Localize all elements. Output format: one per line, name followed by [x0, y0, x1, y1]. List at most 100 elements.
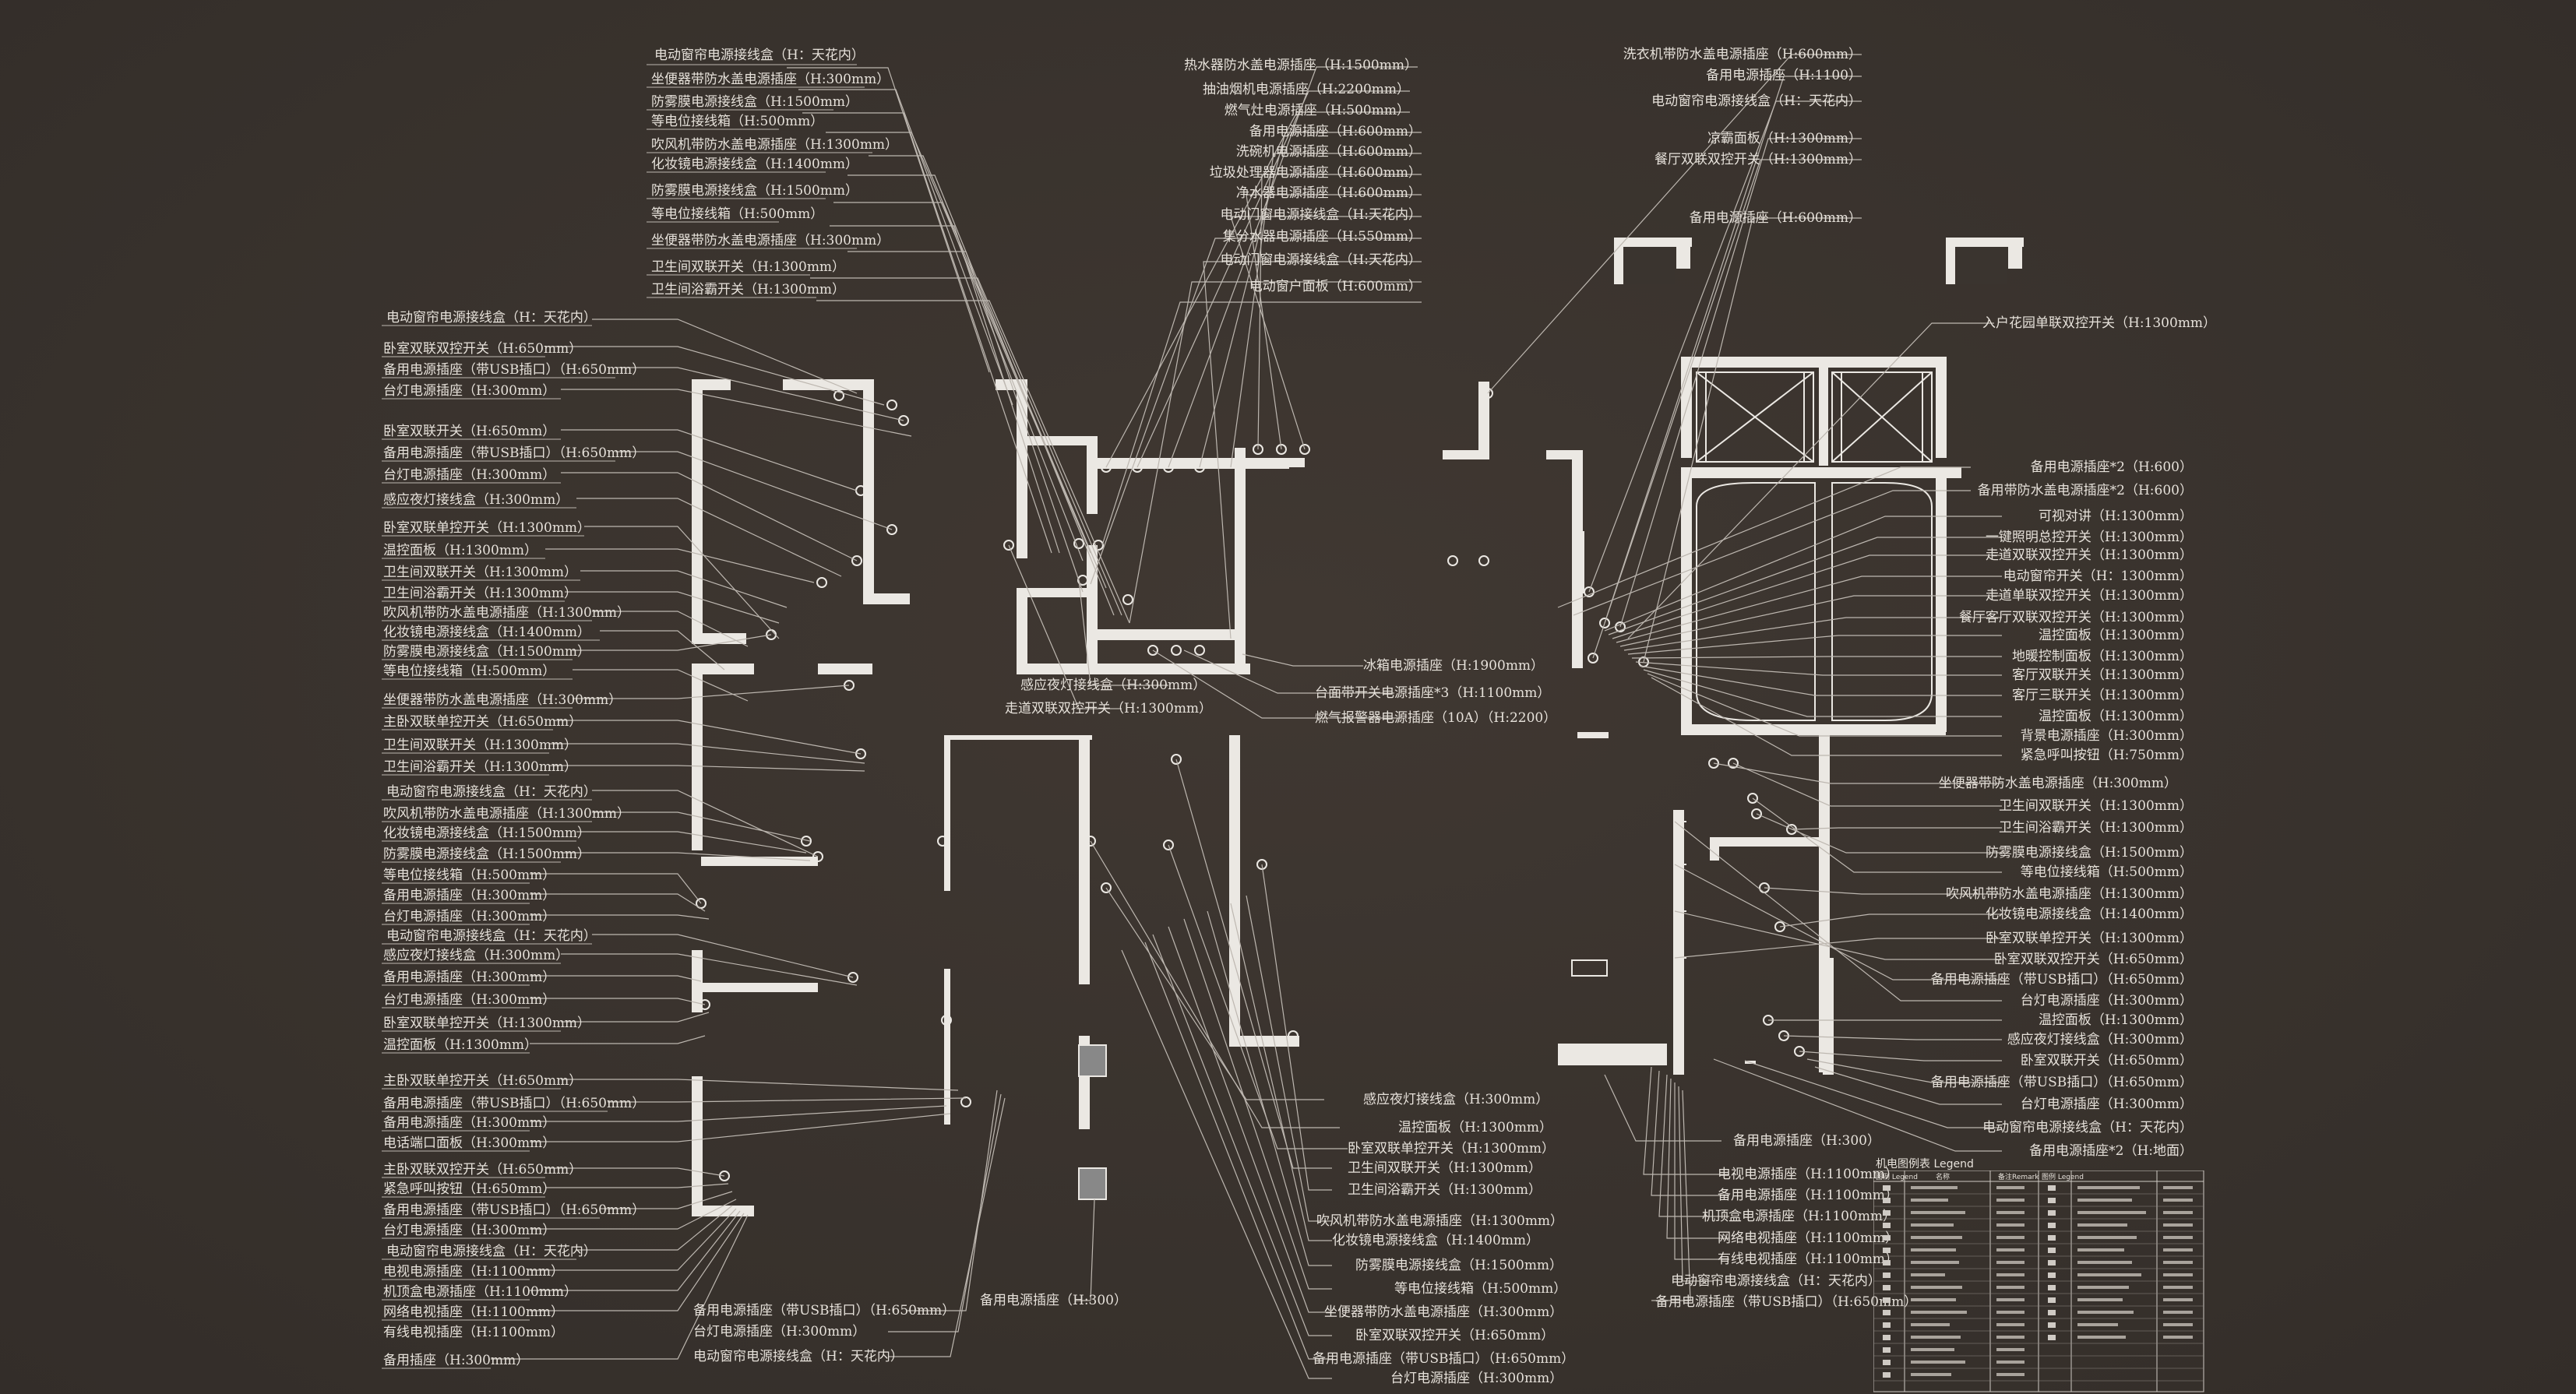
label: 卧室双联双控开关（H:650mm） [1355, 1328, 1555, 1343]
label: 机顶盒电源插座（H:1100mm） [1702, 1209, 1897, 1224]
label: 卧室双联双控开关（H:650mm） [1993, 952, 2193, 967]
label: 集分水器电源插座（H:550mm） [1222, 229, 1422, 245]
label: 感应夜灯接线盒（H:300mm） [2007, 1032, 2193, 1047]
label: 电动窗帘电源接线盒（H：天花内） [386, 784, 597, 800]
label: 备用电源插座（H:300） [980, 1293, 1128, 1308]
label: 备用电源插座（带USB插口）（H:650mm） [383, 445, 646, 461]
label: 电动窗帘电源接线盒（H：天花内） [1671, 1273, 1881, 1289]
label: 等电位接线箱（H:500mm） [651, 114, 824, 129]
label: 防雾膜电源接线盒（H:1500mm） [383, 847, 591, 862]
label: 电动窗帘开关（H：1300mm） [2003, 569, 2193, 584]
label: 卫生间双联开关（H:1300mm） [1348, 1160, 1542, 1176]
label: 餐厅客厅双联双控开关（H:1300mm） [1958, 610, 2193, 625]
label: 吹风机带防水盖电源插座（H:1300mm） [383, 605, 631, 621]
label: 一键照明总控开关（H:1300mm） [1985, 530, 2193, 545]
label: 电动窗帘电源接线盒（H：天花内） [386, 1244, 597, 1259]
label: 感应夜灯接线盒（H:300mm） [1363, 1092, 1549, 1107]
label: 化妆镜电源接线盒（H:1400mm） [651, 157, 859, 172]
legend-title: 机电图例表 Legend [1876, 1158, 1974, 1170]
label: 电话端口面板（H:300mm） [383, 1135, 556, 1151]
label: 备用电源插座（H:300mm） [383, 1115, 556, 1131]
label: 卧室双联单控开关（H:1300mm） [1985, 931, 2193, 946]
label: 背景电源插座（H:300mm） [2020, 728, 2193, 744]
label: 燃气报警器电源插座（10A）（H:2200） [1315, 710, 1557, 726]
label: 坐便器带防水盖电源插座（H:300mm） [1324, 1304, 1563, 1320]
label: 台灯电源插座（H:300mm） [383, 467, 556, 483]
label: 卧室双联开关（H:650mm） [2020, 1053, 2193, 1068]
fixtures [1078, 821, 1686, 1200]
shaft-boxes [1696, 371, 1933, 721]
label: 温控面板（H:1300mm） [383, 543, 538, 558]
label: 网络电视插座（H:1100mm） [1718, 1230, 1899, 1246]
label: 防雾膜电源接线盒（H:1500mm） [651, 94, 859, 110]
label: 抽油烟机电源插座（H:2200mm） [1202, 82, 1410, 97]
label: 吹风机带防水盖电源插座（H:1300mm） [1316, 1213, 1564, 1229]
label: 洗衣机带防水盖电源插座（H:600mm） [1623, 47, 1862, 62]
label: 卫生间浴霸开关（H:1300mm） [651, 282, 846, 297]
label-underlines [382, 64, 872, 1369]
label: 台灯电源插座（H:300mm） [383, 1223, 556, 1238]
label: 电动窗帘电源接线盒（H：天花内） [654, 48, 865, 63]
label: 卫生间双联开关（H:1300mm） [383, 565, 578, 580]
label: 备用电源插座（H:600mm） [1249, 124, 1422, 139]
door-insets [1625, 247, 2007, 284]
label: 净水器电源插座（H:600mm） [1235, 185, 1422, 201]
label: 洗碗机电源插座（H:600mm） [1235, 144, 1422, 160]
label: 等电位接线箱（H:500mm） [1394, 1281, 1567, 1297]
label: 卫生间双联开关（H:1300mm） [1998, 798, 2193, 814]
label: 坐便器带防水盖电源插座（H:300mm） [383, 692, 622, 708]
label: 坐便器带防水盖电源插座（H:300mm） [651, 233, 890, 248]
legend-header-right: 图例 Legend [2042, 1172, 2084, 1181]
label: 温控面板（H:1300mm） [2038, 628, 2193, 643]
label: 机顶盒电源插座（H:1100mm） [383, 1284, 578, 1300]
label: 防雾膜电源接线盒（H:1500mm） [651, 183, 859, 199]
legend-header-remark: 备注Remark [1998, 1172, 2039, 1181]
label: 电视电源插座（H:1100mm） [1718, 1167, 1899, 1182]
label: 卫生间浴霸开关（H:1300mm） [1348, 1182, 1542, 1198]
label: 电动窗帘电源接线盒（H：天花内） [1982, 1120, 2193, 1135]
label: 坐便器带防水盖电源插座（H:300mm） [651, 72, 890, 87]
label: 入户花园单联双控开关（H:1300mm） [1982, 315, 2217, 331]
label: 卫生间双联开关（H:1300mm） [651, 259, 846, 275]
label: 有线电视插座（H:1100mm） [1718, 1251, 1899, 1267]
label: 热水器防水盖电源插座（H:1500mm） [1183, 58, 1418, 73]
label: 电动窗帘电源接线盒（H：天花内） [386, 310, 597, 326]
label: 备用插座（H:300mm） [383, 1353, 530, 1368]
label: 感应夜灯接线盒（H:300mm） [383, 492, 569, 508]
label: 备用电源插座（带USB插口）（H:650mm） [1930, 1075, 2193, 1090]
label: 备用电源插座（H:1100） [1706, 68, 1862, 83]
label: 走道双联双控开关（H:1300mm） [1985, 547, 2193, 563]
leader-lines [491, 54, 2002, 1379]
label: 卧室双联开关（H:650mm） [383, 424, 556, 439]
label: 卫生间双联开关（H:1300mm） [383, 737, 578, 753]
label: 备用电源插座（H:1100mm） [1718, 1188, 1899, 1203]
label: 台灯电源插座（H:300mm） [383, 992, 556, 1008]
label: 备用电源插座（H:600mm） [1689, 210, 1862, 226]
label: 主卧双联单控开关（H:650mm） [383, 1073, 583, 1089]
label: 温控面板（H:1300mm） [2038, 1012, 2193, 1028]
label: 备用电源插座（带USB插口）（H:650mm） [383, 1202, 646, 1218]
label: 备用电源插座（带USB插口）（H:650mm） [383, 1096, 646, 1111]
label: 卫生间浴霸开关（H:1300mm） [383, 586, 578, 601]
label: 等电位接线箱（H:500mm） [2020, 864, 2193, 880]
label: 冰箱电源插座（H:1900mm） [1363, 658, 1545, 674]
label: 有线电视插座（H:1100mm） [383, 1325, 565, 1340]
label: 电动窗帘电源接线盒（H：天花内） [1651, 93, 1862, 109]
label: 感应夜灯接线盒（H:300mm） [383, 948, 569, 963]
label: 备用电源插座（带USB插口）（H:650mm） [1655, 1294, 1918, 1310]
label: 备用电源插座*2（H:600） [2030, 459, 2193, 475]
label: 台面带开关电源插座*3（H:1100mm） [1315, 685, 1551, 701]
label: 吹风机带防水盖电源插座（H:1300mm） [1945, 886, 2193, 902]
label: 主卧双联双控开关（H:650mm） [383, 1162, 583, 1178]
label: 走道双联双控开关（H:1300mm） [1005, 701, 1213, 716]
label: 地暖控制面板（H:1300mm） [2011, 649, 2193, 664]
label: 吹风机带防水盖电源插座（H:1300mm） [383, 806, 631, 822]
label: 紧急呼叫按钮（H:650mm） [383, 1181, 556, 1197]
label: 温控面板（H:1300mm） [1398, 1120, 1553, 1135]
legend-header-left: 图例 Legend [1876, 1172, 1918, 1181]
label: 卧室双联双控开关（H:650mm） [383, 341, 583, 357]
label: 可视对讲（H:1300mm） [2038, 509, 2193, 524]
label: 化妆镜电源接线盒（H:1500mm） [383, 825, 591, 841]
label: 台灯电源插座（H:300mm） [693, 1324, 866, 1339]
